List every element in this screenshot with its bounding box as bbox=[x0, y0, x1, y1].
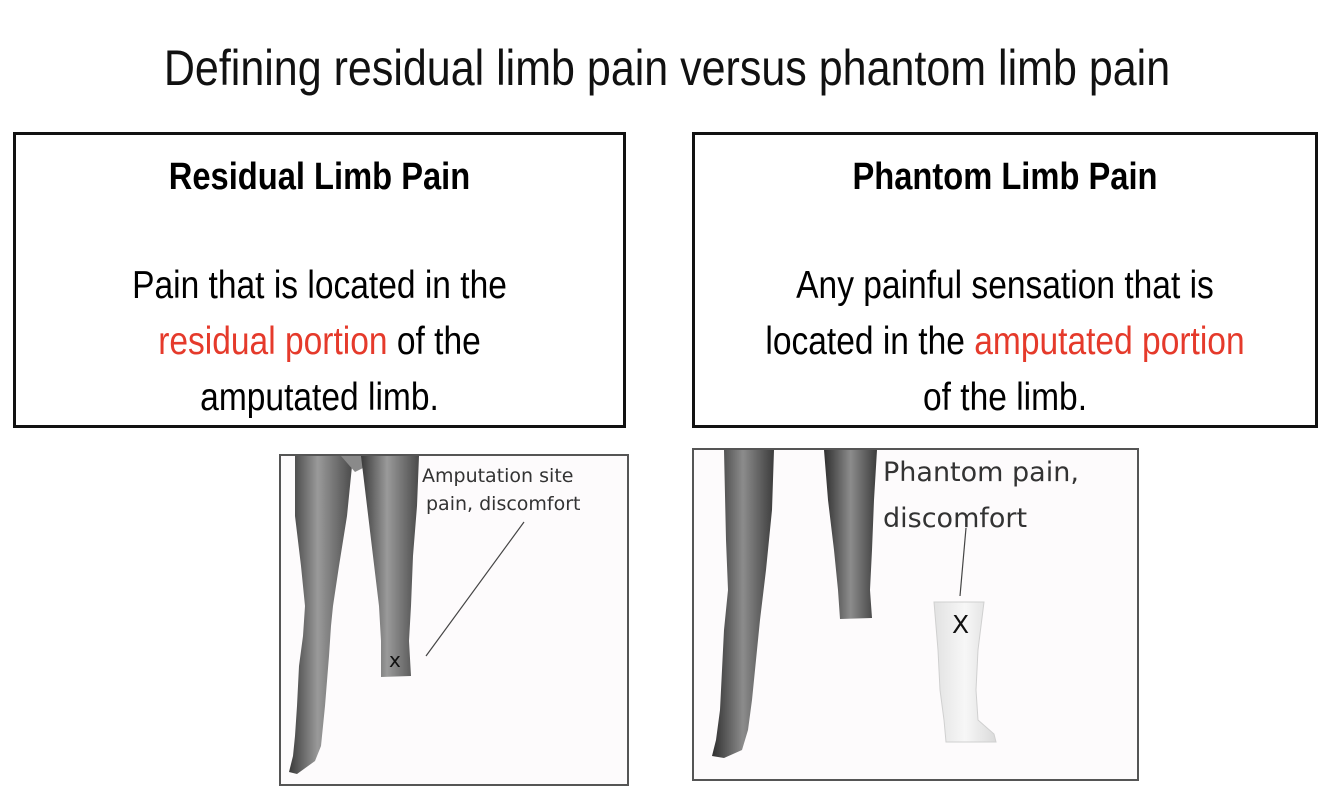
definition-line: Pain that is located in the bbox=[58, 258, 580, 314]
card-definition: Any painful sensation that is located in… bbox=[738, 258, 1271, 426]
card-heading: Residual Limb Pain bbox=[58, 155, 580, 199]
definition-line: of the limb. bbox=[738, 370, 1271, 426]
pain-site-marker: X bbox=[952, 610, 969, 639]
definition-text: located in the bbox=[765, 320, 974, 363]
phantom-limb-illustration: Phantom pain, discomfort X bbox=[692, 448, 1139, 781]
label-line: pain, discomfort bbox=[422, 490, 581, 518]
residual-limb bbox=[361, 456, 419, 677]
figure-label: Amputation site pain, discomfort bbox=[422, 462, 581, 518]
pain-site-marker: x bbox=[389, 648, 401, 672]
definition-line: located in the amputated portion bbox=[738, 314, 1271, 370]
residual-limb-pain-card: Residual Limb Pain Pain that is located … bbox=[13, 132, 626, 428]
full-leg bbox=[712, 450, 774, 758]
definition-line: residual portion of the bbox=[58, 314, 580, 370]
residual-limb-illustration: Amputation site pain, discomfort x bbox=[279, 454, 629, 786]
highlighted-term: residual portion bbox=[158, 320, 387, 363]
highlighted-term: amputated portion bbox=[974, 320, 1244, 363]
card-definition: Pain that is located in the residual por… bbox=[58, 258, 580, 426]
figure-label: Phantom pain, discomfort bbox=[883, 453, 1079, 539]
definition-text: of the bbox=[388, 320, 481, 363]
page-title: Defining residual limb pain versus phant… bbox=[93, 38, 1240, 98]
full-leg bbox=[289, 456, 353, 774]
label-line: Amputation site bbox=[422, 462, 581, 490]
label-line: discomfort bbox=[883, 499, 1079, 539]
card-heading: Phantom Limb Pain bbox=[738, 155, 1271, 199]
definition-line: amputated limb. bbox=[58, 370, 580, 426]
definition-line: Any painful sensation that is bbox=[738, 258, 1271, 314]
callout-line bbox=[426, 522, 524, 656]
phantom-limb-pain-card: Phantom Limb Pain Any painful sensation … bbox=[692, 132, 1318, 428]
residual-limb bbox=[824, 450, 877, 619]
label-line: Phantom pain, bbox=[883, 453, 1079, 493]
